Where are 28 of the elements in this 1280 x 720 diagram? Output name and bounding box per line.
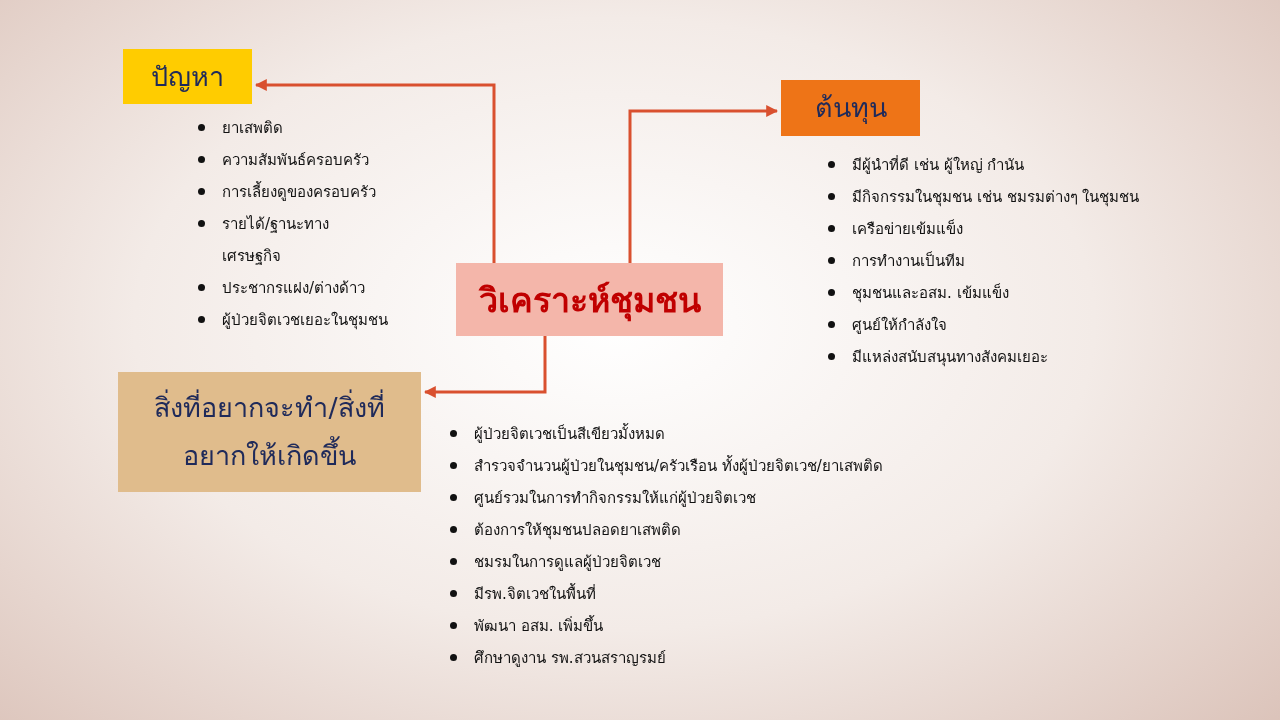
list-item-text: ศึกษาดูงาน รพ.สวนสราญรมย์ [474, 648, 666, 669]
list-item-text: ต้องการให้ชุมชนปลอดยาเสพติด [474, 520, 681, 542]
list-item-text: ผู้ป่วยจิตเวชเยอะในชุมชน [222, 310, 388, 332]
heading-box: สิ่งที่อยากจะทำ/สิ่งที่อยากให้เกิดขึ้น [118, 372, 421, 492]
list-item-text: เครือข่ายเข้มแข็ง [852, 218, 963, 240]
heading-box: ปัญหา [123, 49, 252, 104]
topic-box: วิเคราะห์ชุมชน [456, 263, 723, 336]
arrow [423, 336, 547, 398]
arrow [628, 105, 779, 263]
list-item-text: ประชากรแฝง/ต่างด้าว [222, 278, 366, 299]
arrow [254, 79, 496, 263]
heading-box: ต้นทุน [781, 80, 920, 136]
list-item-text: สำรวจจำนวนผู้ป่วยในชุมชน/ครัวเรือน ทั้งผู้ป่วยจิตเวช/ยาเสพติด [474, 454, 883, 478]
list-item-text: ชุมชนและอสม. เข้มแข็ง [852, 282, 1009, 305]
list-item-text: รายได้/ฐานะทาง เศรษฐกิจ [222, 214, 331, 267]
list-item-text: ผู้ป่วยจิตเวชเป็นสีเขียวมั้งหมด [474, 422, 665, 445]
list-item-text: ความสัมพันธ์ครอบครัว [222, 150, 369, 171]
list-item-text: การทำงานเป็นทีม [852, 250, 965, 272]
list-item-text: มีแหล่งสนับสนุนทางสังคมเยอะ [852, 347, 1048, 369]
list-item-text: ชมรมในการดูแลผู้ป่วยจิตเวช [474, 552, 661, 573]
list-item-text: มีรพ.จิตเวชในพื้นที่ [474, 582, 596, 605]
list-item-text: ยาเสพติด [222, 118, 283, 139]
list-item-text: พัฒนา อสม. เพิ่มขึ้น [474, 614, 604, 637]
list-item-text: มีผู้นำที่ดี เช่น ผู้ใหญ่ กำนัน [852, 154, 1025, 176]
list-item-text: ศูนย์ให้กำลังใจ [852, 315, 947, 336]
list-item-text: มีกิจกรรมในชุมชน เช่น ชมรมต่างๆ ในชุมชน [852, 187, 1140, 209]
list-item-text: การเลี้ยงดูของครอบครัว [222, 180, 376, 203]
list-item-text: ศูนย์รวมในการทำกิจกรรมให้แก่ผู้ป่วยจิตเวช [474, 488, 756, 509]
